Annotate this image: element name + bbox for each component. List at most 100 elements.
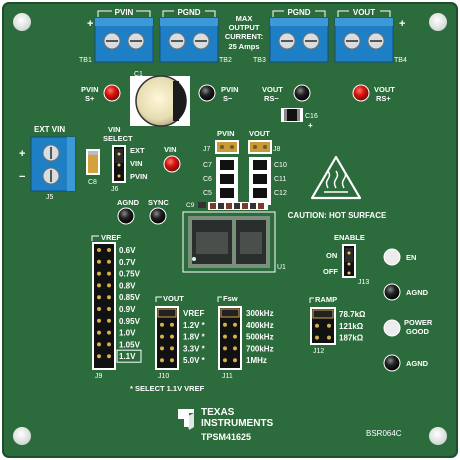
vin-select-line1: VIN [108,125,121,134]
jumper-j13[interactable] [342,244,356,278]
c16-plus-sign: + [308,121,313,130]
ramp-option: 121kΩ [339,322,364,331]
tp-sync-label: SYNC [148,198,169,207]
label-j5: J5 [46,194,54,201]
header-pin [315,323,319,328]
hot-surface-warning-icon [310,155,362,200]
shunt-jumper[interactable] [220,308,240,318]
fsw-option: 500kHz [246,333,274,342]
header-pin [160,322,164,327]
label-c5: C5 [203,190,212,197]
vref-option: 1.05V [119,340,141,349]
label-j6: J6 [111,186,119,193]
part-number: TPSM41625 [201,432,251,442]
terminal-block-pgnd-left[interactable] [159,17,219,63]
testpoint-vout-rsplus[interactable] [352,84,370,102]
header-pin [327,335,331,340]
footnote-select-vref: * SELECT 1.1V VREF [130,384,205,393]
vout_sel-option: 3.3V * [183,344,206,353]
label-pgnd-right: PGND [287,8,310,17]
label-j8: J8 [273,146,281,153]
vref-option: 0.6V [119,246,136,255]
vout-plus-sign: + [399,18,405,30]
header-pin [107,354,111,359]
header-j7[interactable] [215,140,239,154]
testpoint-en[interactable] [383,248,401,266]
header-pin [233,346,237,351]
label-j10: J10 [158,373,169,380]
vref-default-box [116,349,142,363]
terminal-block-vout[interactable] [334,17,394,63]
header-pin [327,323,331,328]
fsw-pins [220,308,240,363]
enable-on: ON [326,251,337,260]
testpoint-agnd2[interactable] [383,283,401,301]
tp-power-good-1: POWER [404,318,433,327]
label-j9: J9 [95,373,103,380]
vref-option: 1.1V [119,352,136,361]
shunt-jumper[interactable] [157,308,177,318]
vout_sel-option: VREF [183,309,204,318]
max-current-line4: 25 Amps [229,42,260,51]
header-pin [170,358,174,363]
tp-en-label: EN [406,253,416,262]
tp-pvin-splus-2: S+ [85,94,95,103]
testpoint-vout-rsminus[interactable] [293,84,311,102]
vref-option: 1.0V [119,329,136,338]
logo-line2: INSTRUMENTS [201,418,274,429]
testpoint-agnd3[interactable] [383,354,401,372]
label-j11: J11 [222,373,233,380]
capacitor-c9 [198,202,206,208]
tp-agnd3-label: AGND [406,359,429,368]
caution-text: CAUTION: HOT SURFACE [288,211,387,220]
terminal-block-pvin[interactable] [94,17,154,63]
testpoint-vin[interactable] [163,155,181,173]
label-c6: C6 [203,176,212,183]
header-pin [107,248,111,252]
fsw-option: 400kHz [246,321,274,330]
vin-select-ext: EXT [130,146,145,155]
testpoint-agnd[interactable] [117,207,135,225]
mounting-hole-tl [13,13,31,31]
terminal-block-ext-vin[interactable] [30,136,76,192]
ramp-option: 187kΩ [339,334,364,343]
tp-agnd2-label: AGND [406,288,429,297]
terminal-block-pgnd-right[interactable] [269,17,329,63]
label-tb1: TB1 [79,57,92,64]
header-j8[interactable] [248,140,272,154]
max-current-line3: CURRENT: [225,32,263,41]
vin-select-vin: VIN [130,159,143,168]
capacitor-bank [216,157,271,205]
jumper-j6[interactable] [112,145,126,183]
header-pin [170,346,174,351]
tp-vin-label: VIN [164,145,177,154]
label-u1: U1 [277,264,286,271]
testpoint-pvin-sminus[interactable] [198,84,216,102]
ti-logo-icon [178,409,194,430]
ext-vin-minus: − [19,171,25,183]
label-pgnd-left: PGND [177,8,200,17]
power-module-u1 [182,211,276,273]
vref-option: 0.85V [119,293,141,302]
passive-row [208,202,268,210]
header-pin [97,342,101,347]
tp-vout-rsplus-2: RS+ [376,94,391,103]
testpoint-pvin-splus[interactable] [103,84,121,102]
header-pin [160,358,164,363]
testpoint-power-good[interactable] [383,319,401,337]
header-pin [97,307,101,311]
label-pvin: PVIN [115,8,134,17]
shunt-jumper[interactable] [312,309,334,319]
testpoint-sync[interactable] [149,207,167,225]
header-pin [223,322,227,327]
tp-agnd-label: AGND [117,198,140,207]
header-pin [107,271,111,276]
header-pin [107,283,111,288]
vref-option: 0.9V [119,305,136,314]
mounting-hole-bl [13,427,31,445]
header-j9[interactable] [92,242,116,370]
ramp-option: 78.7kΩ [339,310,366,319]
label-j13: J13 [358,279,369,286]
header-pin [97,248,101,252]
